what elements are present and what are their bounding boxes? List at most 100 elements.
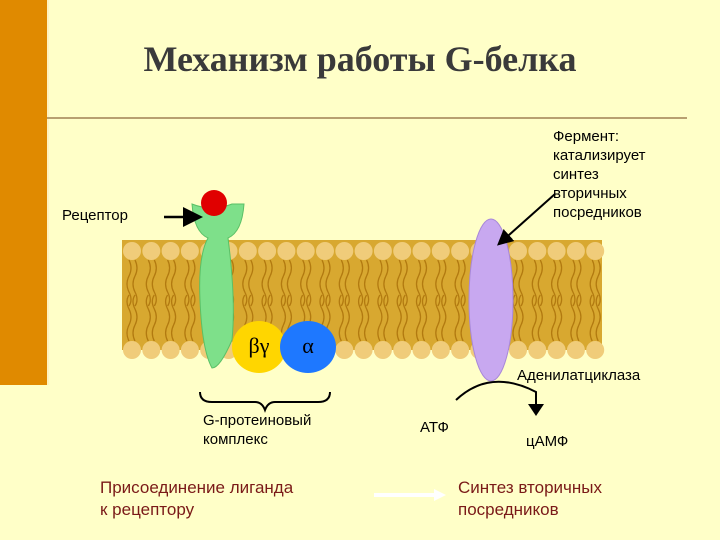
lipid-tail-inner bbox=[126, 294, 132, 342]
g-protein-complex-label: G-протеиновый комплекс bbox=[203, 411, 311, 449]
lipid-tail-outer bbox=[377, 259, 383, 307]
lipid-tail-inner bbox=[190, 294, 196, 342]
lipid-tail-inner bbox=[589, 294, 595, 342]
lipid-tail-outer bbox=[280, 259, 287, 307]
lipid-head-inner bbox=[373, 341, 392, 359]
lipid-tail-inner bbox=[132, 294, 138, 342]
lipid-head-outer bbox=[412, 242, 431, 260]
enzyme-label-line3: синтез bbox=[553, 166, 599, 183]
lipid-head-inner bbox=[528, 341, 547, 359]
lipid-tail-outer bbox=[441, 259, 447, 307]
left-accent-bar bbox=[0, 0, 47, 385]
lipid-tail-outer bbox=[421, 259, 428, 307]
lipid-tail-outer bbox=[537, 259, 543, 307]
lipid-tail-inner bbox=[531, 294, 537, 342]
adenylate-cyclase-label: Аденилатциклаза bbox=[517, 367, 641, 384]
reaction-arrowhead bbox=[528, 404, 544, 416]
lipid-tail-outer bbox=[383, 259, 389, 307]
lipid-tail-inner bbox=[164, 294, 171, 342]
lipid-head-inner bbox=[412, 341, 431, 359]
lipid-tail-outer bbox=[550, 259, 557, 307]
lipid-head-outer bbox=[566, 242, 585, 260]
ligand-molecule bbox=[201, 190, 227, 216]
lipid-tail-outer bbox=[306, 259, 312, 307]
lipid-head-inner bbox=[335, 341, 354, 359]
lipid-tail-inner bbox=[460, 294, 466, 342]
lipid-head-inner bbox=[566, 341, 585, 359]
lipid-head-outer bbox=[161, 242, 180, 260]
lipid-tail-outer bbox=[357, 259, 364, 307]
lipid-tail-outer bbox=[126, 259, 132, 307]
lipid-head-inner bbox=[180, 341, 199, 359]
alpha-label: α bbox=[302, 333, 314, 358]
lipid-tail-inner bbox=[421, 294, 428, 342]
lipid-tail-inner bbox=[338, 294, 344, 342]
flow-arrowhead bbox=[434, 489, 446, 501]
lipid-tail-inner bbox=[357, 294, 364, 342]
lipid-tail-outer bbox=[248, 259, 254, 307]
lipid-tail-outer bbox=[363, 259, 370, 307]
lipid-tail-outer bbox=[589, 259, 595, 307]
lipid-tail-inner bbox=[576, 294, 582, 342]
lipid-tail-outer bbox=[338, 259, 344, 307]
lipid-tail-outer bbox=[435, 259, 441, 307]
lipid-tail-inner bbox=[184, 294, 190, 342]
receptor-protein bbox=[191, 203, 245, 369]
beta-gamma-subunit bbox=[232, 321, 286, 373]
lipid-tail-inner bbox=[344, 294, 350, 342]
lipid-tail-outer bbox=[300, 259, 306, 307]
lipid-tail-inner bbox=[377, 294, 383, 342]
lipid-head-inner bbox=[123, 341, 141, 359]
enzyme-label-line1: Фермент: bbox=[553, 128, 620, 145]
ligand-binding-line2: к рецептору bbox=[100, 500, 195, 519]
left-accent-highlight bbox=[47, 0, 49, 385]
lipid-tail-inner bbox=[383, 294, 389, 342]
lipid-tail-outer bbox=[286, 259, 293, 307]
enzyme-label-line4: вторичных bbox=[553, 185, 627, 202]
lipid-tail-outer bbox=[267, 259, 273, 307]
lipid-tail-outer bbox=[325, 259, 331, 307]
lipid-head-outer bbox=[451, 242, 470, 260]
lipid-tail-inner bbox=[151, 294, 157, 342]
synthesis-text: Синтез вторичных посредников bbox=[458, 477, 602, 521]
lipid-head-outer bbox=[277, 242, 296, 260]
slide-title: Механизм работы G-белка bbox=[143, 39, 577, 79]
lipid-head-outer bbox=[431, 242, 450, 260]
lipid-tail-inner bbox=[537, 294, 543, 342]
alpha-subunit bbox=[280, 321, 336, 373]
lipid-head-inner bbox=[509, 341, 527, 359]
lipid-head-outer bbox=[123, 242, 141, 260]
lipid-head-outer bbox=[296, 242, 315, 260]
lipid-tail-inner bbox=[396, 294, 402, 342]
lipid-head-outer bbox=[180, 242, 199, 260]
lipid-head-inner bbox=[586, 341, 605, 359]
synthesis-line1: Синтез вторичных bbox=[458, 478, 602, 497]
lipid-head-outer bbox=[509, 242, 527, 260]
beta-gamma-label: βγ bbox=[248, 333, 270, 358]
adenylate-cyclase bbox=[468, 218, 514, 382]
lipid-tail-outer bbox=[319, 259, 325, 307]
enzyme-arrow bbox=[497, 193, 556, 246]
lipid-tail-outer bbox=[531, 259, 537, 307]
lipid-tail-outer bbox=[261, 259, 267, 307]
lipid-tail-outer bbox=[570, 259, 576, 307]
g-protein-label-line2: комплекс bbox=[203, 431, 268, 448]
lipid-head-outer bbox=[316, 242, 334, 260]
lipid-head-inner bbox=[393, 341, 412, 359]
lipid-tail-outer bbox=[145, 259, 151, 307]
ligand-binding-text: Присоединение лиганда к рецептору bbox=[100, 477, 293, 521]
lipid-head-outer bbox=[373, 242, 392, 260]
lipid-tail-inner bbox=[570, 294, 576, 342]
lipid-tail-inner bbox=[435, 294, 441, 342]
lipid-tail-outer bbox=[402, 259, 408, 307]
lipid-tail-inner bbox=[550, 294, 557, 342]
lipid-tail-outer bbox=[190, 259, 196, 307]
lipid-tail-outer bbox=[164, 259, 171, 307]
enzyme-label-line5: посредников bbox=[553, 204, 642, 221]
lipid-tail-outer bbox=[595, 259, 601, 307]
lipid-tail-inner bbox=[363, 294, 370, 342]
lipid-tail-inner bbox=[415, 294, 422, 342]
lipid-head-inner bbox=[431, 341, 450, 359]
lipid-tail-inner bbox=[402, 294, 408, 342]
